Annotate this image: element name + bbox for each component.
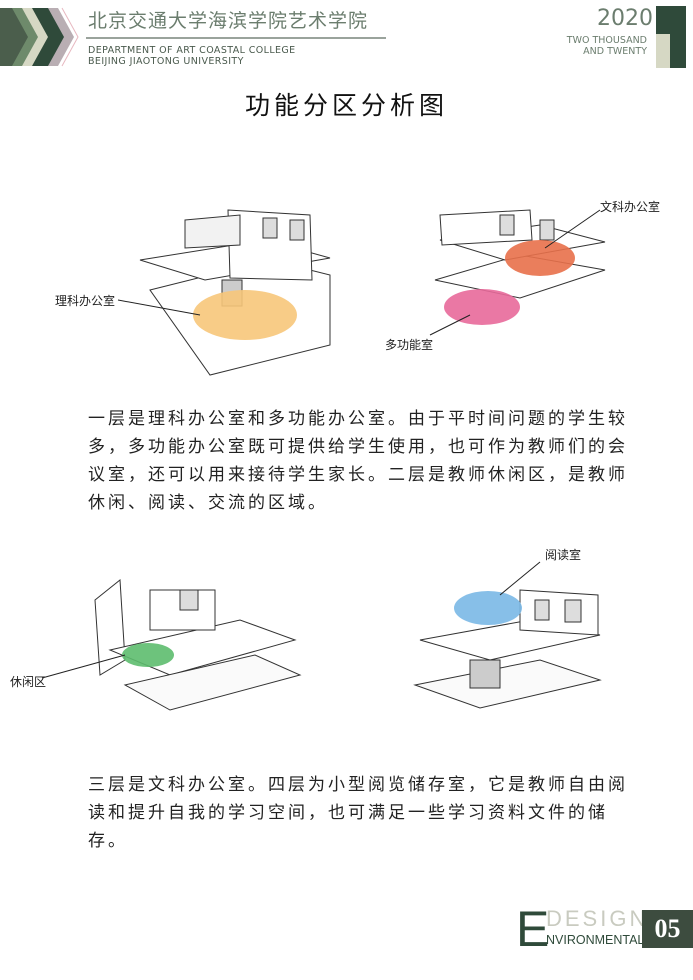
page-title: 功能分区分析图 <box>244 91 448 120</box>
label-liberal-arts-office: 文科办公室 <box>600 200 661 214</box>
footer-environmental: NVIRONMENTAL <box>546 933 645 947</box>
highlight-science-office <box>193 290 297 340</box>
page-number: 05 <box>642 910 693 948</box>
label-multifunction-room: 多功能室 <box>385 338 434 352</box>
pointer-arrow <box>544 209 601 249</box>
paragraph-floor-1-2: 一层是理科办公室和多功能办公室。由于平时间问题的学生较多，多功能办公室既可提供给… <box>88 409 628 513</box>
label-science-office: 理科办公室 <box>55 294 116 308</box>
header-year-text: TWO THOUSAND AND TWENTY <box>567 35 647 57</box>
pointer-arrow <box>499 561 541 596</box>
highlight-reading-room <box>454 591 522 625</box>
pointer-arrow <box>117 299 201 316</box>
year-line2: AND TWENTY <box>583 46 647 57</box>
header-subtitle: DEPARTMENT OF ART COASTAL COLLEGE BEIJIN… <box>88 45 296 67</box>
label-leisure-area: 休闲区 <box>10 675 47 689</box>
header-title: 北京交通大学海滨学院艺术学院 <box>88 10 369 32</box>
pointer-arrow <box>429 314 471 336</box>
header-chevron-logo <box>0 7 79 67</box>
pointer-arrow <box>41 654 126 679</box>
highlight-liberal-arts-office <box>505 240 575 276</box>
header-divider <box>86 37 386 39</box>
label-reading-room: 阅读室 <box>545 548 582 562</box>
highlight-leisure-area <box>122 643 174 667</box>
paragraph-floor-3-4: 三层是文科办公室。四层为小型阅览储存室，它是教师自由阅读和提升自我的学习空间，也… <box>88 775 628 851</box>
building-top-left <box>139 209 331 376</box>
header-block-light <box>656 34 670 68</box>
footer-letter-e: E <box>516 901 550 957</box>
building-bottom-right <box>413 589 602 709</box>
footer-design: DESIGN <box>546 906 649 931</box>
header-subtitle-line2: BEIJING JIAOTONG UNIVERSITY <box>88 56 244 67</box>
function-zoning-diagrams <box>41 209 606 711</box>
header-subtitle-line1: DEPARTMENT OF ART COASTAL COLLEGE <box>88 45 296 56</box>
building-bottom-left <box>94 579 302 711</box>
year-line1: TWO THOUSAND <box>566 35 647 46</box>
header-year: 2020 <box>597 6 653 31</box>
highlight-multifunction-room <box>444 289 520 325</box>
